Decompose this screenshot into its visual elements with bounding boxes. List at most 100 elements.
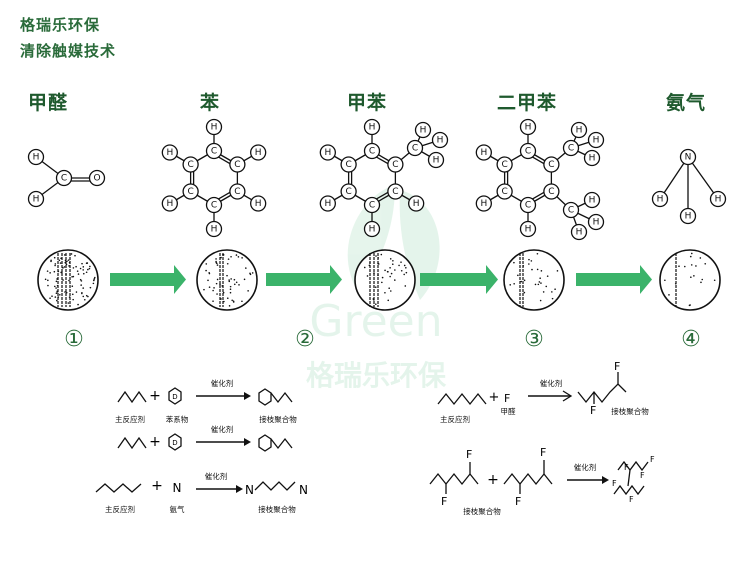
svg-text:C: C — [548, 187, 554, 197]
title-benzene: 苯 — [200, 92, 221, 114]
svg-text:H: H — [525, 123, 532, 133]
filter-stage — [37, 249, 99, 311]
chain-icon — [437, 392, 487, 406]
atom-h: H — [27, 148, 45, 166]
svg-text:H: H — [324, 148, 331, 158]
benzene-ring-icon — [168, 387, 182, 405]
atom-c: C — [363, 196, 381, 214]
fluorine-symbol: F — [640, 471, 645, 480]
flow-arrow — [110, 265, 186, 294]
atom-c: C — [562, 139, 580, 157]
atom-h: H — [408, 195, 425, 212]
svg-text:H: H — [589, 154, 596, 164]
svg-text:H: H — [166, 148, 173, 158]
atom-c: C — [406, 139, 424, 157]
svg-text:H: H — [685, 212, 692, 222]
atom-c: C — [519, 142, 537, 160]
svg-text:C: C — [234, 160, 240, 170]
atom-c: C — [387, 183, 404, 200]
chain-icon — [503, 472, 553, 486]
atom-c: C — [519, 196, 537, 214]
svg-text:H: H — [589, 196, 596, 206]
plus-sign: + — [151, 478, 163, 494]
flow-arrow — [420, 265, 498, 294]
fluorine-symbol: F — [612, 479, 617, 488]
svg-text:H: H — [480, 199, 487, 209]
atom-c: C — [229, 183, 246, 200]
plus-sign: + — [149, 434, 161, 450]
atom-h: H — [587, 131, 605, 149]
fluorine-symbol: F — [466, 448, 472, 461]
atom-c: C — [182, 183, 199, 200]
bond — [687, 156, 719, 200]
svg-text:C: C — [548, 160, 554, 170]
atom-c: C — [363, 142, 381, 160]
svg-text:H: H — [33, 153, 40, 163]
svg-text:C: C — [187, 160, 193, 170]
arrow-head-icon — [236, 485, 243, 493]
svg-text:C: C — [412, 144, 418, 154]
chain-icon — [617, 460, 649, 472]
atom-h: H — [570, 223, 588, 241]
reactions-right: + F 甲醛 催化剂 F F 主反应剂 接枝聚合物 F F + F F 催化剂 … — [429, 360, 655, 516]
svg-text:C: C — [392, 187, 398, 197]
atom-h: H — [519, 118, 537, 136]
graft-polymer-label: 接枝聚合物 — [259, 414, 297, 424]
atom-h: H — [250, 195, 267, 212]
svg-text:H: H — [525, 225, 532, 235]
atom-c: C — [496, 183, 513, 200]
filter-stage — [659, 249, 721, 311]
atom-h: H — [319, 144, 336, 161]
title-formaldehyde: 甲醛 — [28, 92, 69, 114]
chain-icon — [95, 483, 142, 493]
svg-text:H: H — [324, 199, 331, 209]
plus-sign: + — [487, 472, 499, 488]
main-reactant-label: 主反应剂 — [105, 504, 135, 514]
svg-text:H: H — [33, 195, 40, 205]
svg-text:H: H — [480, 148, 487, 158]
atom-h: H — [27, 190, 45, 208]
chain-icon — [270, 391, 293, 404]
step-1: ① — [64, 327, 84, 352]
svg-text:H: H — [369, 123, 376, 133]
atom-h: H — [679, 207, 697, 225]
fluorine-symbol: F — [614, 360, 620, 373]
svg-text:H: H — [593, 218, 600, 228]
atom-h: H — [363, 220, 381, 238]
title-xylene: 二甲苯 — [497, 92, 558, 114]
atom-c: C — [182, 156, 199, 173]
filter-stage — [354, 249, 416, 311]
catalyst-label: 催化剂 — [574, 462, 597, 472]
chain-icon — [117, 436, 147, 450]
fluorine-symbol: F — [515, 495, 521, 508]
atom-h: H — [427, 151, 445, 169]
fluorine-symbol: F — [540, 446, 546, 459]
atom-c: C — [562, 201, 580, 219]
svg-text:C: C — [568, 206, 574, 216]
catalyst-label: 催化剂 — [540, 378, 563, 388]
svg-text:C: C — [345, 160, 351, 170]
svg-text:H: H — [437, 136, 444, 146]
svg-text:H: H — [593, 136, 600, 146]
title-ammonia: 氨气 — [666, 92, 707, 114]
atom-c: C — [387, 156, 404, 173]
svg-text:C: C — [501, 187, 507, 197]
svg-text:H: H — [413, 199, 420, 209]
svg-text:C: C — [211, 201, 217, 211]
atom-c: C — [543, 156, 560, 173]
atom-c: C — [340, 156, 357, 173]
atom-h: H — [205, 220, 223, 238]
filter-stages — [37, 249, 721, 311]
atom-c: C — [543, 183, 560, 200]
ammonia-label: 氨气 — [170, 504, 185, 514]
svg-text:C: C — [525, 147, 531, 157]
nitrogen-symbol: N — [245, 483, 254, 497]
chain-icon — [254, 481, 296, 491]
atom-h: H — [431, 131, 449, 149]
fluorine-symbol: F — [629, 495, 634, 504]
header-company: 格瑞乐环保 — [20, 16, 101, 34]
svg-text:C: C — [345, 187, 351, 197]
main-reactant-label: 主反应剂 — [115, 414, 145, 424]
ring-letter: D — [172, 439, 177, 447]
